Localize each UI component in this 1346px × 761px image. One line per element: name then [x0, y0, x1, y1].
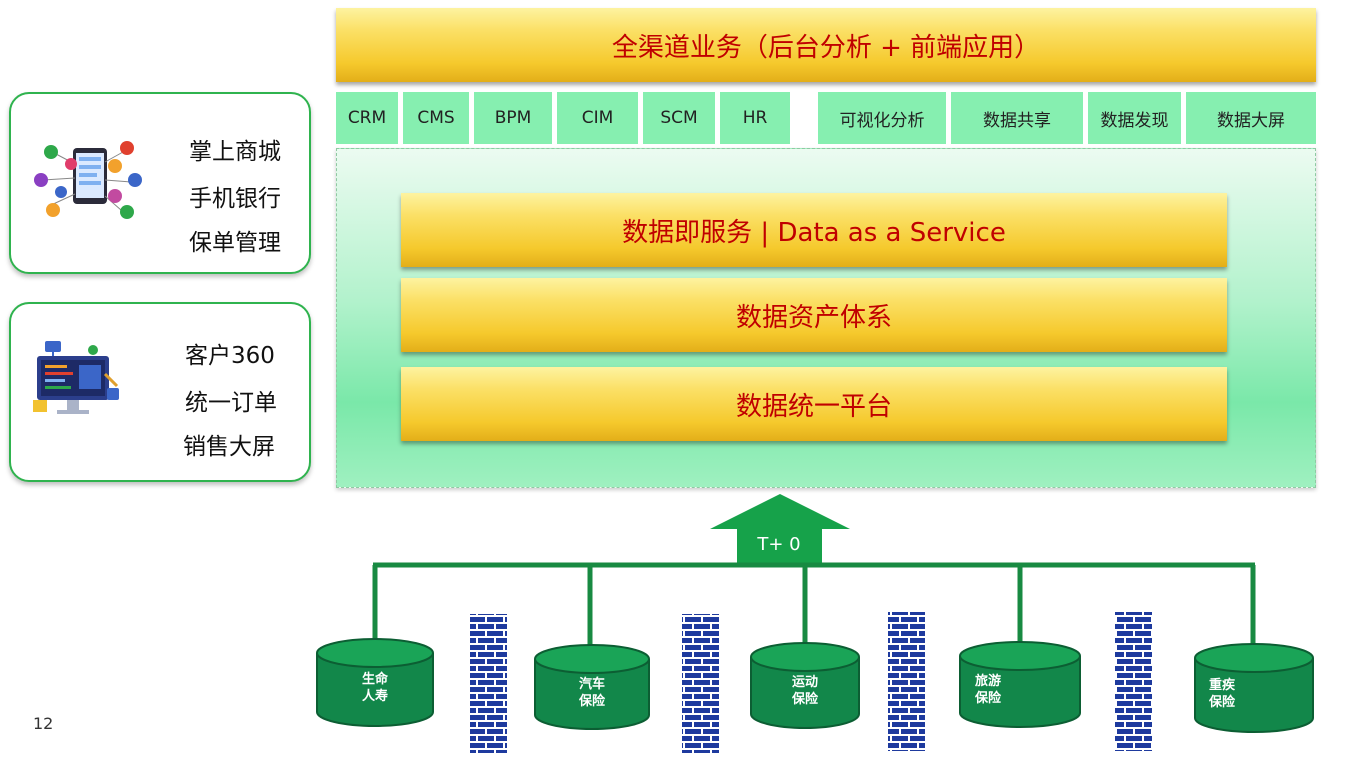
card-item-unified-orders: 统一订单 — [185, 390, 277, 416]
system-tile-scm[interactable]: SCM — [643, 92, 715, 144]
system-tile-bpm[interactable]: BPM — [474, 92, 552, 144]
system-tile-data-discovery[interactable]: 数据发现 — [1088, 92, 1181, 144]
t-plus-zero-label: T+ 0 — [757, 534, 801, 555]
card-item-mobile-banking: 手机银行 — [189, 186, 281, 212]
database-label-life-line2: 人寿 — [361, 689, 388, 704]
database-label-sports-line1: 运动 — [791, 675, 818, 690]
mobile-app-icon — [34, 141, 142, 219]
mobile-apps-card: 掌上商城 手机银行 保单管理 — [9, 92, 311, 274]
system-tile-data-screen[interactable]: 数据大屏 — [1186, 92, 1316, 144]
database-sports-insurance[interactable] — [750, 642, 860, 729]
database-travel-insurance[interactable] — [959, 641, 1081, 728]
database-label-critical-illness: 重疾 保险 — [1199, 677, 1245, 711]
database-label-critical-illness-line1: 重疾 — [1208, 678, 1235, 693]
t-plus-zero-arrow — [710, 494, 850, 563]
database-label-travel-line2: 保险 — [974, 691, 1001, 706]
database-life-insurance[interactable] — [316, 638, 434, 727]
system-tiles-row: CRM CMS BPM CIM SCM HR 可视化分析 数据共享 数据发现 数… — [336, 92, 1316, 144]
database-label-auto: 汽车 保险 — [569, 676, 615, 710]
firewall-wall-2 — [682, 614, 719, 753]
database-label-sports: 运动 保险 — [782, 674, 828, 708]
dashboard-icon — [33, 341, 119, 414]
database-label-auto-line2: 保险 — [578, 694, 605, 709]
card-item-policy-management: 保单管理 — [189, 230, 281, 256]
firewall-wall-4 — [1115, 612, 1152, 751]
layer-data-as-a-service: 数据即服务 | Data as a Service — [401, 193, 1227, 267]
card-item-sales-screen: 销售大屏 — [183, 434, 275, 460]
system-tile-crm[interactable]: CRM — [336, 92, 398, 144]
database-label-travel-line1: 旅游 — [974, 674, 1001, 689]
connector-lines — [372, 562, 1256, 648]
database-label-critical-illness-line2: 保险 — [1208, 695, 1235, 710]
firewall-wall-3 — [888, 612, 925, 751]
card-item-mobile-mall: 掌上商城 — [189, 139, 281, 165]
system-tile-cim[interactable]: CIM — [557, 92, 638, 144]
omnichannel-business-bar: 全渠道业务（后台分析 + 前端应用） — [336, 8, 1316, 82]
firewall-wall-1 — [470, 614, 507, 753]
system-tile-cms[interactable]: CMS — [403, 92, 469, 144]
layer-data-asset-system: 数据资产体系 — [401, 278, 1227, 352]
layer-unified-data-platform: 数据统一平台 — [401, 367, 1227, 441]
database-auto-insurance[interactable] — [534, 644, 650, 730]
database-label-sports-line2: 保险 — [791, 692, 818, 707]
system-tile-data-sharing[interactable]: 数据共享 — [951, 92, 1083, 144]
database-critical-illness-insurance[interactable] — [1194, 643, 1314, 733]
database-label-life: 生命 人寿 — [352, 671, 398, 705]
database-label-life-line1: 生命 — [361, 672, 388, 687]
database-label-auto-line1: 汽车 — [578, 677, 605, 692]
system-tile-hr[interactable]: HR — [720, 92, 790, 144]
database-label-travel: 旅游 保险 — [965, 673, 1011, 707]
desktop-apps-card: 客户360 统一订单 销售大屏 — [9, 302, 311, 482]
system-tile-visual-analysis[interactable]: 可视化分析 — [818, 92, 946, 144]
page-number: 12 — [33, 714, 54, 733]
card-item-customer-360: 客户360 — [185, 343, 275, 369]
